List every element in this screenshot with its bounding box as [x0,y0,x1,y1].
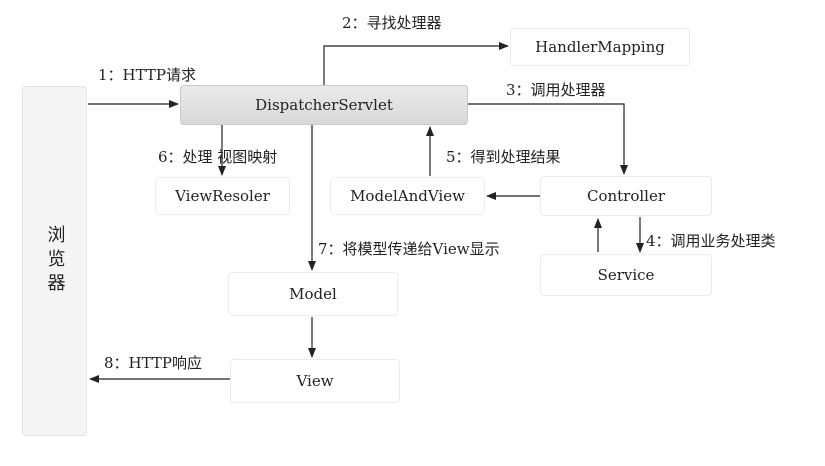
browser-node: 浏览器 [22,86,87,436]
browser-label: 浏览器 [44,225,66,297]
edge-label-step8: 8：HTTP响应 [104,354,203,372]
edge-label-step7: 7：将模型传递给View显示 [318,240,500,258]
arrow-find-handler [323,42,509,85]
edge-label-step5: 5：得到处理结果 [446,148,561,166]
view-label: View [296,372,334,390]
edge-label-step2: 2：寻找处理器 [342,14,442,32]
model-and-view-node: ModelAndView [330,177,485,215]
controller-node: Controller [540,176,712,216]
model-and-view-label: ModelAndView [350,187,465,205]
edge-label-step4: 4：调用业务处理类 [646,232,776,250]
handler-mapping-node: HandlerMapping [510,28,690,66]
model-label: Model [289,285,337,303]
service-label: Service [597,266,655,284]
controller-label: Controller [586,187,666,205]
view-resolver-label: ViewResoler [175,187,270,205]
arrow-call-handler [468,103,628,175]
edge-label-step6: 6：处理 视图映射 [158,148,278,166]
service-node: Service [540,254,712,296]
handler-mapping-label: HandlerMapping [535,38,665,56]
dispatcher-label: DispatcherServlet [255,96,393,114]
view-node: View [230,359,400,403]
dispatcher-servlet-node: DispatcherServlet [180,85,468,125]
edge-label-step1: 1：HTTP请求 [98,66,197,84]
model-node: Model [228,272,398,316]
view-resolver-node: ViewResoler [155,177,290,215]
edge-label-step3: 3：调用处理器 [506,81,606,99]
